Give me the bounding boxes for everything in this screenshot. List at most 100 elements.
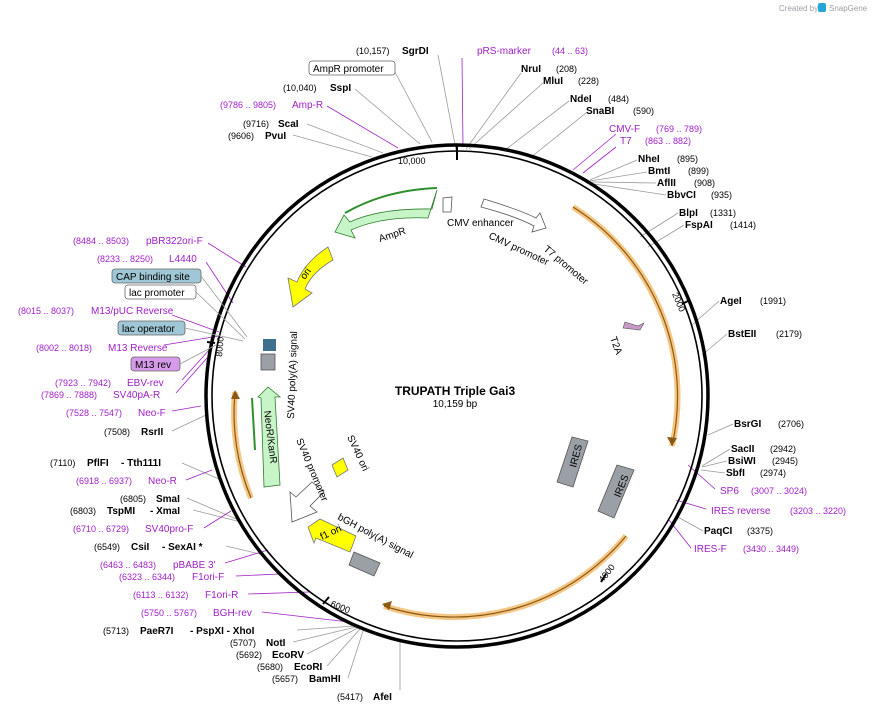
- primer-sv40pro-f: SV40pro-F: [145, 524, 193, 535]
- site-pos-bsrgi: (2706): [778, 419, 804, 429]
- site-tspmi: TspMI: [107, 506, 135, 517]
- site-ecorv: EcoRV: [272, 650, 304, 661]
- site-pos-fspai: (1414): [730, 220, 756, 230]
- ampr-promoter-box-label: AmpR promoter: [313, 64, 384, 75]
- sv40-polya-label: SV40 poly(A) signal: [286, 331, 300, 419]
- plasmid-length: 10,159 bp: [433, 399, 478, 410]
- ampr-label: AmpR: [378, 226, 408, 245]
- site-pos-snabi: (590): [633, 106, 654, 116]
- primer-range-ebv-rev: (7923 .. 7942): [55, 378, 111, 388]
- site-bmti: BmtI: [648, 166, 670, 177]
- site-bsteii: BstEII: [728, 329, 757, 340]
- site-pos-bsiwi: (2945): [772, 456, 798, 466]
- primer-range-m13-puc-reverse: (8015 .. 8037): [18, 306, 74, 316]
- site-nhei: NheI: [638, 154, 660, 165]
- t2a-label: T2A: [607, 335, 624, 356]
- primer-range-bgh-rev: (5750 .. 5767): [141, 608, 197, 618]
- site-bamhi: BamHI: [309, 674, 341, 685]
- site-pos-bsteii: (2179): [776, 329, 802, 339]
- site-pos-noti: (5707): [230, 638, 256, 648]
- neor-orf-line: [251, 397, 256, 451]
- ires-2-block: [597, 464, 635, 519]
- primer-m13-puc-reverse: M13/pUC Reverse: [91, 306, 174, 317]
- site-pvui: PvuI: [265, 131, 286, 142]
- site-pos-bmti: (899): [688, 166, 709, 176]
- primer-m13-reverse: M13 Reverse: [108, 343, 168, 354]
- site-fspai: FspAI: [685, 220, 713, 231]
- cmv-enhancer-arrow: [480, 198, 547, 233]
- site-pos-smai: (6805): [120, 494, 146, 504]
- site-bsrgi: BsrGI: [734, 419, 761, 430]
- primer-bgh-rev: BGH-rev: [213, 608, 252, 619]
- site-pos-afei: (5417): [337, 692, 363, 702]
- primer-range-t7: (863 .. 882): [645, 136, 691, 146]
- site-noti: NotI: [266, 638, 286, 649]
- site-pos-paer7i: (5713): [103, 626, 129, 636]
- box-leader-lines: [179, 275, 248, 365]
- sv40-promoter-arrow: [289, 481, 325, 523]
- tick-8000: 8000: [214, 336, 226, 357]
- cmv-enhancer-label: CMV enhancer: [447, 218, 514, 229]
- site-rsrii: RsrII: [141, 427, 163, 438]
- site-pos-nrui: (208): [556, 64, 577, 74]
- site-pos-mlui: (228): [578, 76, 599, 86]
- bgh-polya-block: [348, 551, 381, 577]
- ampr-arrow: [334, 189, 438, 239]
- primer-range-prs-marker: (44 .. 63): [552, 46, 588, 56]
- site-sbfi: SbfI: [726, 468, 745, 479]
- tick-marks: [206, 146, 691, 605]
- primer-range-sv40pro-f: (6710 .. 6729): [73, 524, 129, 534]
- primer-range-m13-reverse: (8002 .. 8018): [36, 343, 92, 353]
- lac-operator-box-label: lac operator: [122, 324, 175, 335]
- primer-sv40pa-r: SV40pA-R: [113, 390, 160, 401]
- primer-amp-r: Amp-R: [292, 100, 323, 111]
- site-csii: CsiI: [131, 542, 150, 553]
- lac-promoter-box-label: lac promoter: [129, 288, 185, 299]
- site-pos-bbvci: (935): [711, 190, 732, 200]
- site-agei: AgeI: [720, 296, 742, 307]
- site-sspi: SspI: [330, 83, 351, 94]
- orf-arc-2: [383, 534, 629, 621]
- site-mlui: MluI: [543, 76, 563, 87]
- site-sacii: SacII: [731, 444, 755, 455]
- primer-sp6: SP6: [720, 486, 739, 497]
- primer-range-l4440: (8233 .. 8250): [97, 254, 153, 264]
- site-pos-rsrii: (7508): [104, 427, 130, 437]
- primer-ebv-rev: EBV-rev: [127, 378, 164, 389]
- cmv-promoter-label: CMV promoter: [487, 231, 551, 269]
- site-pos-tspmi: (6803): [70, 506, 96, 516]
- site-scai: ScaI: [278, 119, 299, 130]
- site-afei: AfeI: [373, 692, 392, 703]
- orf-arc-3-arrowhead: [231, 390, 240, 399]
- site-pos-blpi: (1331): [710, 208, 736, 218]
- ampr-promoter-box: [308, 60, 396, 76]
- primer-neo-f: Neo-F: [138, 408, 166, 419]
- primer-range-sp6: (3007 .. 3024): [751, 486, 807, 496]
- ampr-promoter-mark: [442, 196, 453, 213]
- primer-ires-reverse: IRES reverse: [711, 506, 771, 517]
- site-tth111i: - Tth111I: [121, 458, 161, 469]
- ori-arrow: [287, 246, 334, 308]
- site-pos-aflii: (908): [694, 178, 715, 188]
- site-pos-nhei: (895): [677, 154, 698, 164]
- primer-range-f1ori-r: (6113 .. 6132): [133, 590, 188, 600]
- primer-t7: T7: [620, 136, 632, 147]
- site-pflfi: PflFI: [87, 458, 109, 469]
- primer-range-pbabe-3: (6463 .. 6483): [100, 560, 156, 570]
- site-sexai: - SexAI *: [162, 542, 203, 553]
- primer-range-cmv-f: (769 .. 789): [656, 124, 702, 134]
- primer-range-neo-r: (6918 .. 6937): [76, 476, 132, 486]
- site-pos-sgrdi: (10,157): [356, 46, 390, 56]
- orf-arc-2-line: [383, 535, 627, 618]
- orf-arc-1-arrowhead: [667, 437, 677, 446]
- site-pos-ecorv: (5692): [236, 650, 262, 660]
- site-pos-scai: (9716): [243, 119, 269, 129]
- site-bsiwi: BsiWI: [728, 456, 756, 467]
- site-pos-ndei: (484): [608, 94, 629, 104]
- site-pos-pvui: (9606): [228, 131, 254, 141]
- site-pspxi-xhoi: - PspXI - XhoI: [190, 626, 255, 637]
- primer-pbr322ori-f: pBR322ori-F: [146, 236, 203, 247]
- site-aflii: AflII: [657, 178, 676, 189]
- t7-promoter-label: T7 promoter: [541, 244, 590, 288]
